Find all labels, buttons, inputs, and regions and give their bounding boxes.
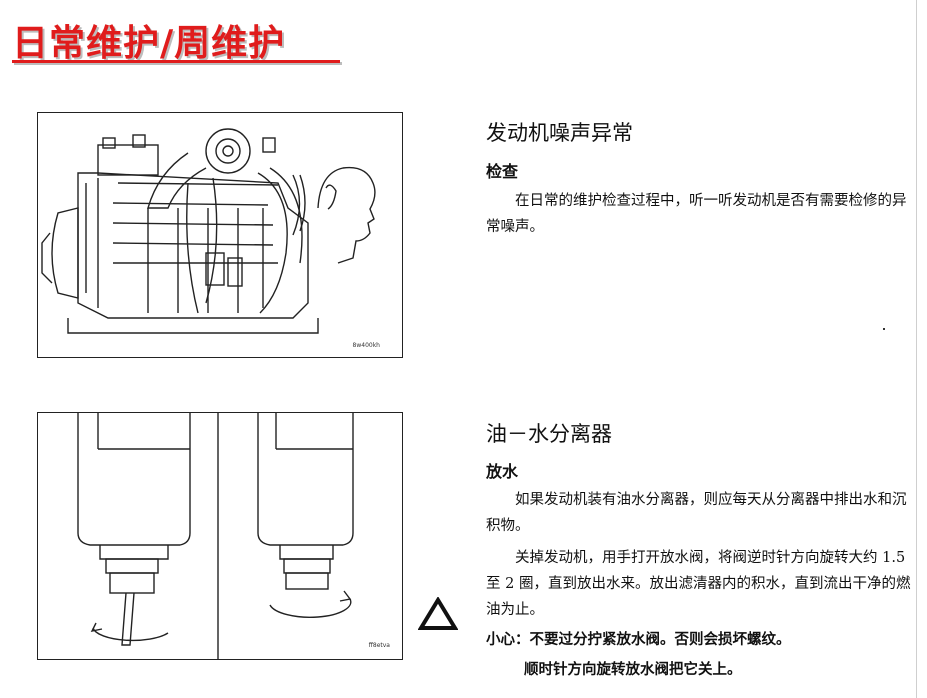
figure2-caption: ff8etva — [368, 642, 390, 649]
title-underline — [12, 60, 340, 63]
engine-with-listening-head-icon — [41, 128, 376, 334]
figure1-caption: 8w400kh — [352, 342, 380, 349]
page-title: 日常维护/周维护 — [12, 23, 286, 64]
water-separator-drain-valve-icon — [77, 413, 354, 659]
section-separator-paragraph1: 如果发动机装有油水分离器，则应每天从分离器中排出水和沉积物。 — [486, 492, 907, 534]
page-right-border — [916, 0, 917, 698]
section-separator-heading: 油－水分离器 — [486, 422, 612, 446]
section-noise-subheading: 检查 — [486, 162, 519, 181]
section-noise-paragraph: 在日常的维护检查过程中，听一听发动机是否有需要检修的异常噪声。 — [486, 193, 907, 235]
stray-mark — [883, 328, 885, 330]
section-separator-subheading: 放水 — [486, 462, 519, 481]
section-noise-heading: 发动机噪声异常 — [486, 121, 633, 145]
warning-triangle-icon — [418, 597, 458, 630]
engine-illustration: 8w400kh — [37, 112, 403, 358]
closing-instruction: 顺时针方向旋转放水阀把它关上。 — [524, 662, 742, 678]
water-separator-illustration: ff8etva — [37, 412, 403, 660]
section-engine-noise: 发动机噪声异常 检查 在日常的维护检查过程中，听一听发动机是否有需要检修的异常噪… — [486, 117, 916, 240]
section-separator-paragraph2: 关掉发动机，用手打开放水阀，将阀逆时针方向旋转大约 1.5 至 2 圈，直到放出… — [486, 550, 911, 618]
section-water-separator: 油－水分离器 放水 如果发动机装有油水分离器，则应每天从分离器中排出水和沉积物。… — [486, 418, 916, 683]
caution-text: 小心：不要过分拧紧放水阀。否则会损坏螺纹。 — [486, 632, 791, 648]
